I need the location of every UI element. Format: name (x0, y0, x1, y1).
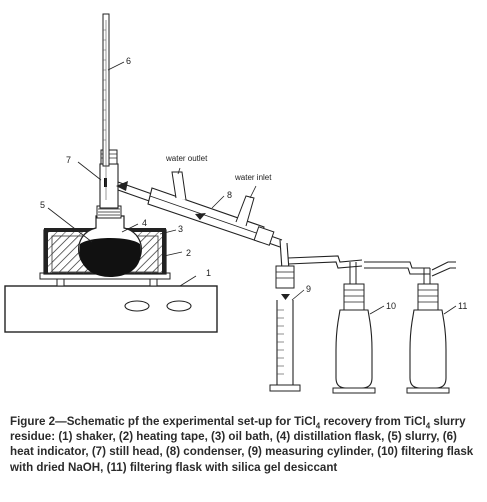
label-4: 4 (142, 218, 147, 228)
connecting-tubes (287, 255, 456, 277)
label-9: 9 (306, 284, 311, 294)
label-11: 11 (458, 301, 467, 311)
slurry (79, 238, 141, 277)
label-6: 6 (126, 56, 131, 66)
filtering-flask-naoh (332, 262, 376, 394)
label-2: 2 (186, 248, 191, 258)
label-8: 8 (227, 190, 232, 200)
distillation-flask (78, 205, 142, 277)
condenser (116, 171, 290, 271)
label-water-inlet: water inlet (234, 173, 272, 182)
filtering-flask-silica (406, 268, 450, 394)
measuring-cylinder (269, 265, 301, 392)
label-1: 1 (206, 268, 211, 278)
leader-lines (47, 61, 457, 315)
label-5: 5 (40, 200, 45, 210)
label-water-outlet: water outlet (165, 154, 208, 163)
label-7: 7 (66, 155, 71, 165)
figure-caption: Figure 2—Schematic pf the experimental s… (10, 415, 474, 474)
apparatus-diagram: 1 2 3 4 5 6 7 8 9 10 11 water outlet wat… (4, 13, 467, 394)
label-3: 3 (178, 224, 183, 234)
shaker (4, 272, 218, 333)
heat-indicator (102, 13, 110, 200)
label-10: 10 (386, 301, 396, 311)
